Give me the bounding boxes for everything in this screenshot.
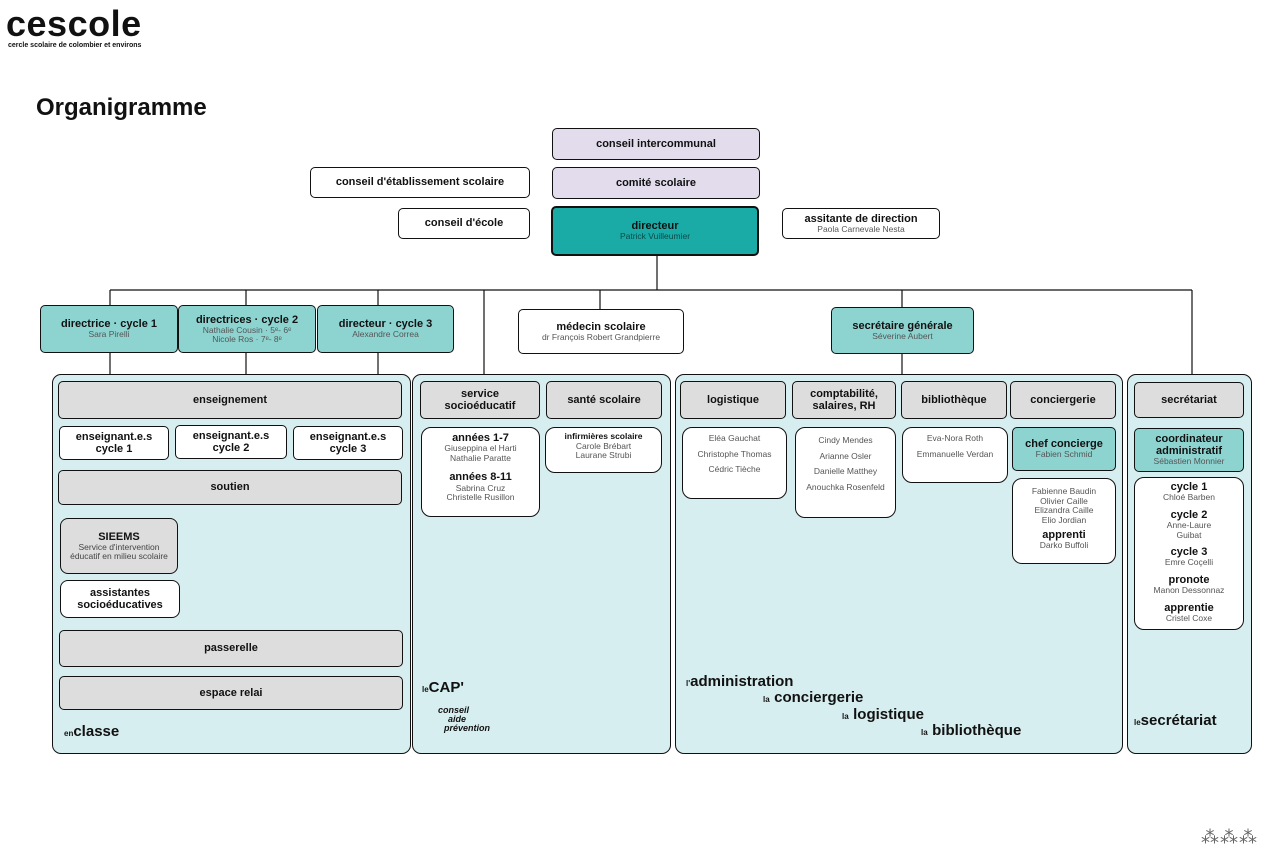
box-conciergerie: conciergerie xyxy=(1010,381,1116,419)
box-enseignants-cycle3: enseignant.e.s cycle 3 xyxy=(293,426,403,460)
label-le-secretariat: lesecrétariat xyxy=(1134,712,1217,729)
box-chef-concierge: chef concierge Fabien Schmid xyxy=(1012,427,1116,471)
box-conseil-intercommunal: conseil intercommunal xyxy=(552,128,760,160)
label-la-logistique: la logistique xyxy=(842,706,924,723)
box-passerelle: passerelle xyxy=(59,630,403,667)
box-service-socioeducatif: service socioéducatif xyxy=(420,381,540,419)
label-en-classe: enclasse xyxy=(64,723,120,740)
box-enseignants-cycle2: enseignant.e.s cycle 2 xyxy=(175,425,287,459)
label-administration: l'administration xyxy=(686,673,794,690)
box-directeur: directeur Patrick Vuilleumier xyxy=(551,206,759,256)
list-secretariat: cycle 1 Chloé Barben cycle 2 Anne-Laure … xyxy=(1134,477,1244,630)
box-logistique: logistique xyxy=(680,381,786,419)
box-directeur-cycle3: directeur · cycle 3 Alexandre Correa xyxy=(317,305,454,353)
box-coordinateur-administratif: coordinateur administratif Sébastien Mon… xyxy=(1134,428,1244,472)
brand-logo: cescole xyxy=(6,3,142,44)
box-assistantes-socioeducatives: assistantes socioéducatives xyxy=(60,580,180,618)
box-directrices-cycle2: directrices · cycle 2 Nathalie Cousin · … xyxy=(178,305,316,353)
label-le-cap: leCAP' xyxy=(422,679,464,696)
label-cap-desc-aide: aide xyxy=(448,714,467,724)
box-sante-scolaire: santé scolaire xyxy=(546,381,662,419)
box-soutien: soutien xyxy=(58,470,402,505)
label-cap-desc-prevention: prévention xyxy=(444,723,491,733)
box-assistante-direction: assitante de direction Paola Carnevale N… xyxy=(782,208,940,239)
box-enseignants-cycle1: enseignant.e.s cycle 1 xyxy=(59,426,169,460)
footer-mark: ⁂⁂⁂ xyxy=(1201,827,1258,847)
label-la-bibliotheque: la bibliothèque xyxy=(921,722,1022,739)
box-conseil-etablissement: conseil d'établissement scolaire xyxy=(310,167,530,198)
list-conciergerie: Fabienne Baudin Olivier Caille Elizandra… xyxy=(1012,478,1116,564)
box-comite-scolaire: comité scolaire xyxy=(552,167,760,199)
list-annees: années 1-7 Giuseppina el Harti Nathalie … xyxy=(421,427,540,517)
box-enseignement: enseignement xyxy=(58,381,402,419)
label-la-conciergerie: la conciergerie xyxy=(763,689,864,706)
label-cap-desc-conseil: conseil xyxy=(438,705,470,715)
box-comptabilite: comptabilité, salaires, RH xyxy=(792,381,896,419)
list-logistique: Eléa Gauchat Christophe Thomas Cédric Ti… xyxy=(682,427,787,499)
box-medecin-scolaire: médecin scolaire dr François Robert Gran… xyxy=(518,309,684,354)
box-secretariat: secrétariat xyxy=(1134,382,1244,418)
box-sieems: SIEEMS Service d'intervention éducatif e… xyxy=(60,518,178,574)
box-secretaire-generale: secrétaire générale Séverine Aubert xyxy=(831,307,974,354)
box-conseil-ecole: conseil d'école xyxy=(398,208,530,239)
box-espace-relai: espace relai xyxy=(59,676,403,710)
list-comptabilite: Cindy Mendes Arianne Osler Danielle Matt… xyxy=(795,427,896,518)
box-directrice-cycle1: directrice · cycle 1 Sara Pirelli xyxy=(40,305,178,353)
box-bibliotheque: bibliothèque xyxy=(901,381,1007,419)
brand-tagline: cercle scolaire de colombier et environs xyxy=(8,42,142,49)
page-title: Organigramme xyxy=(36,94,207,121)
list-bibliotheque: Eva-Nora Roth Emmanuelle Verdan xyxy=(902,427,1008,483)
list-infirmieres: infirmières scolaire Carole Brébart Laur… xyxy=(545,427,662,473)
